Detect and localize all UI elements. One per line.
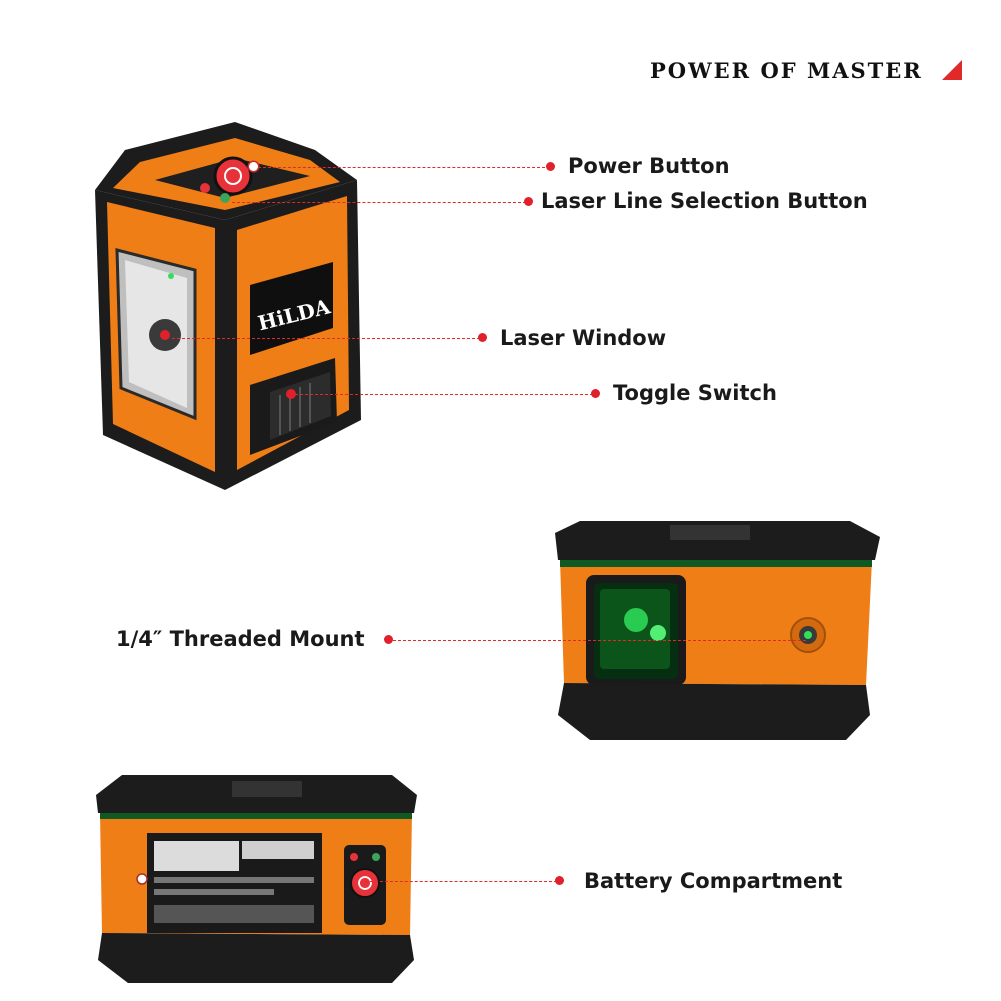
- threaded-mount-leader: [393, 640, 806, 641]
- laser-window-dot-icon: [478, 333, 487, 342]
- power-button-dot-icon: [546, 162, 555, 171]
- laser-window-leader: [172, 338, 480, 339]
- callout-line-selection-button: Laser Line Selection Button: [541, 189, 868, 213]
- toggle-switch-dot-icon: [591, 389, 600, 398]
- accent-triangle-icon: [942, 60, 962, 80]
- laser-level-rear-view: [96, 775, 417, 983]
- battery-dot-icon: [555, 876, 564, 885]
- threaded-mount-dot-icon: [384, 635, 393, 644]
- callout-toggle-switch: Toggle Switch: [613, 381, 777, 405]
- laser-level-front-view: HiLDA: [95, 122, 361, 490]
- callout-power-button: Power Button: [568, 154, 730, 178]
- callout-laser-window: Laser Window: [500, 326, 667, 350]
- power-button-marker-icon: [249, 162, 258, 171]
- callout-threaded-mount: 1/4″ Threaded Mount: [116, 627, 365, 651]
- line-select-leader: [232, 202, 526, 203]
- toggle-switch-leader: [295, 394, 593, 395]
- line-select-dot-icon: [524, 197, 533, 206]
- laser-level-side-view: [555, 521, 880, 740]
- battery-leader: [365, 881, 557, 882]
- brand-tagline: POWER OF MASTER: [650, 58, 923, 83]
- callout-battery-compartment: Battery Compartment: [584, 869, 843, 893]
- power-button-leader: [258, 167, 550, 168]
